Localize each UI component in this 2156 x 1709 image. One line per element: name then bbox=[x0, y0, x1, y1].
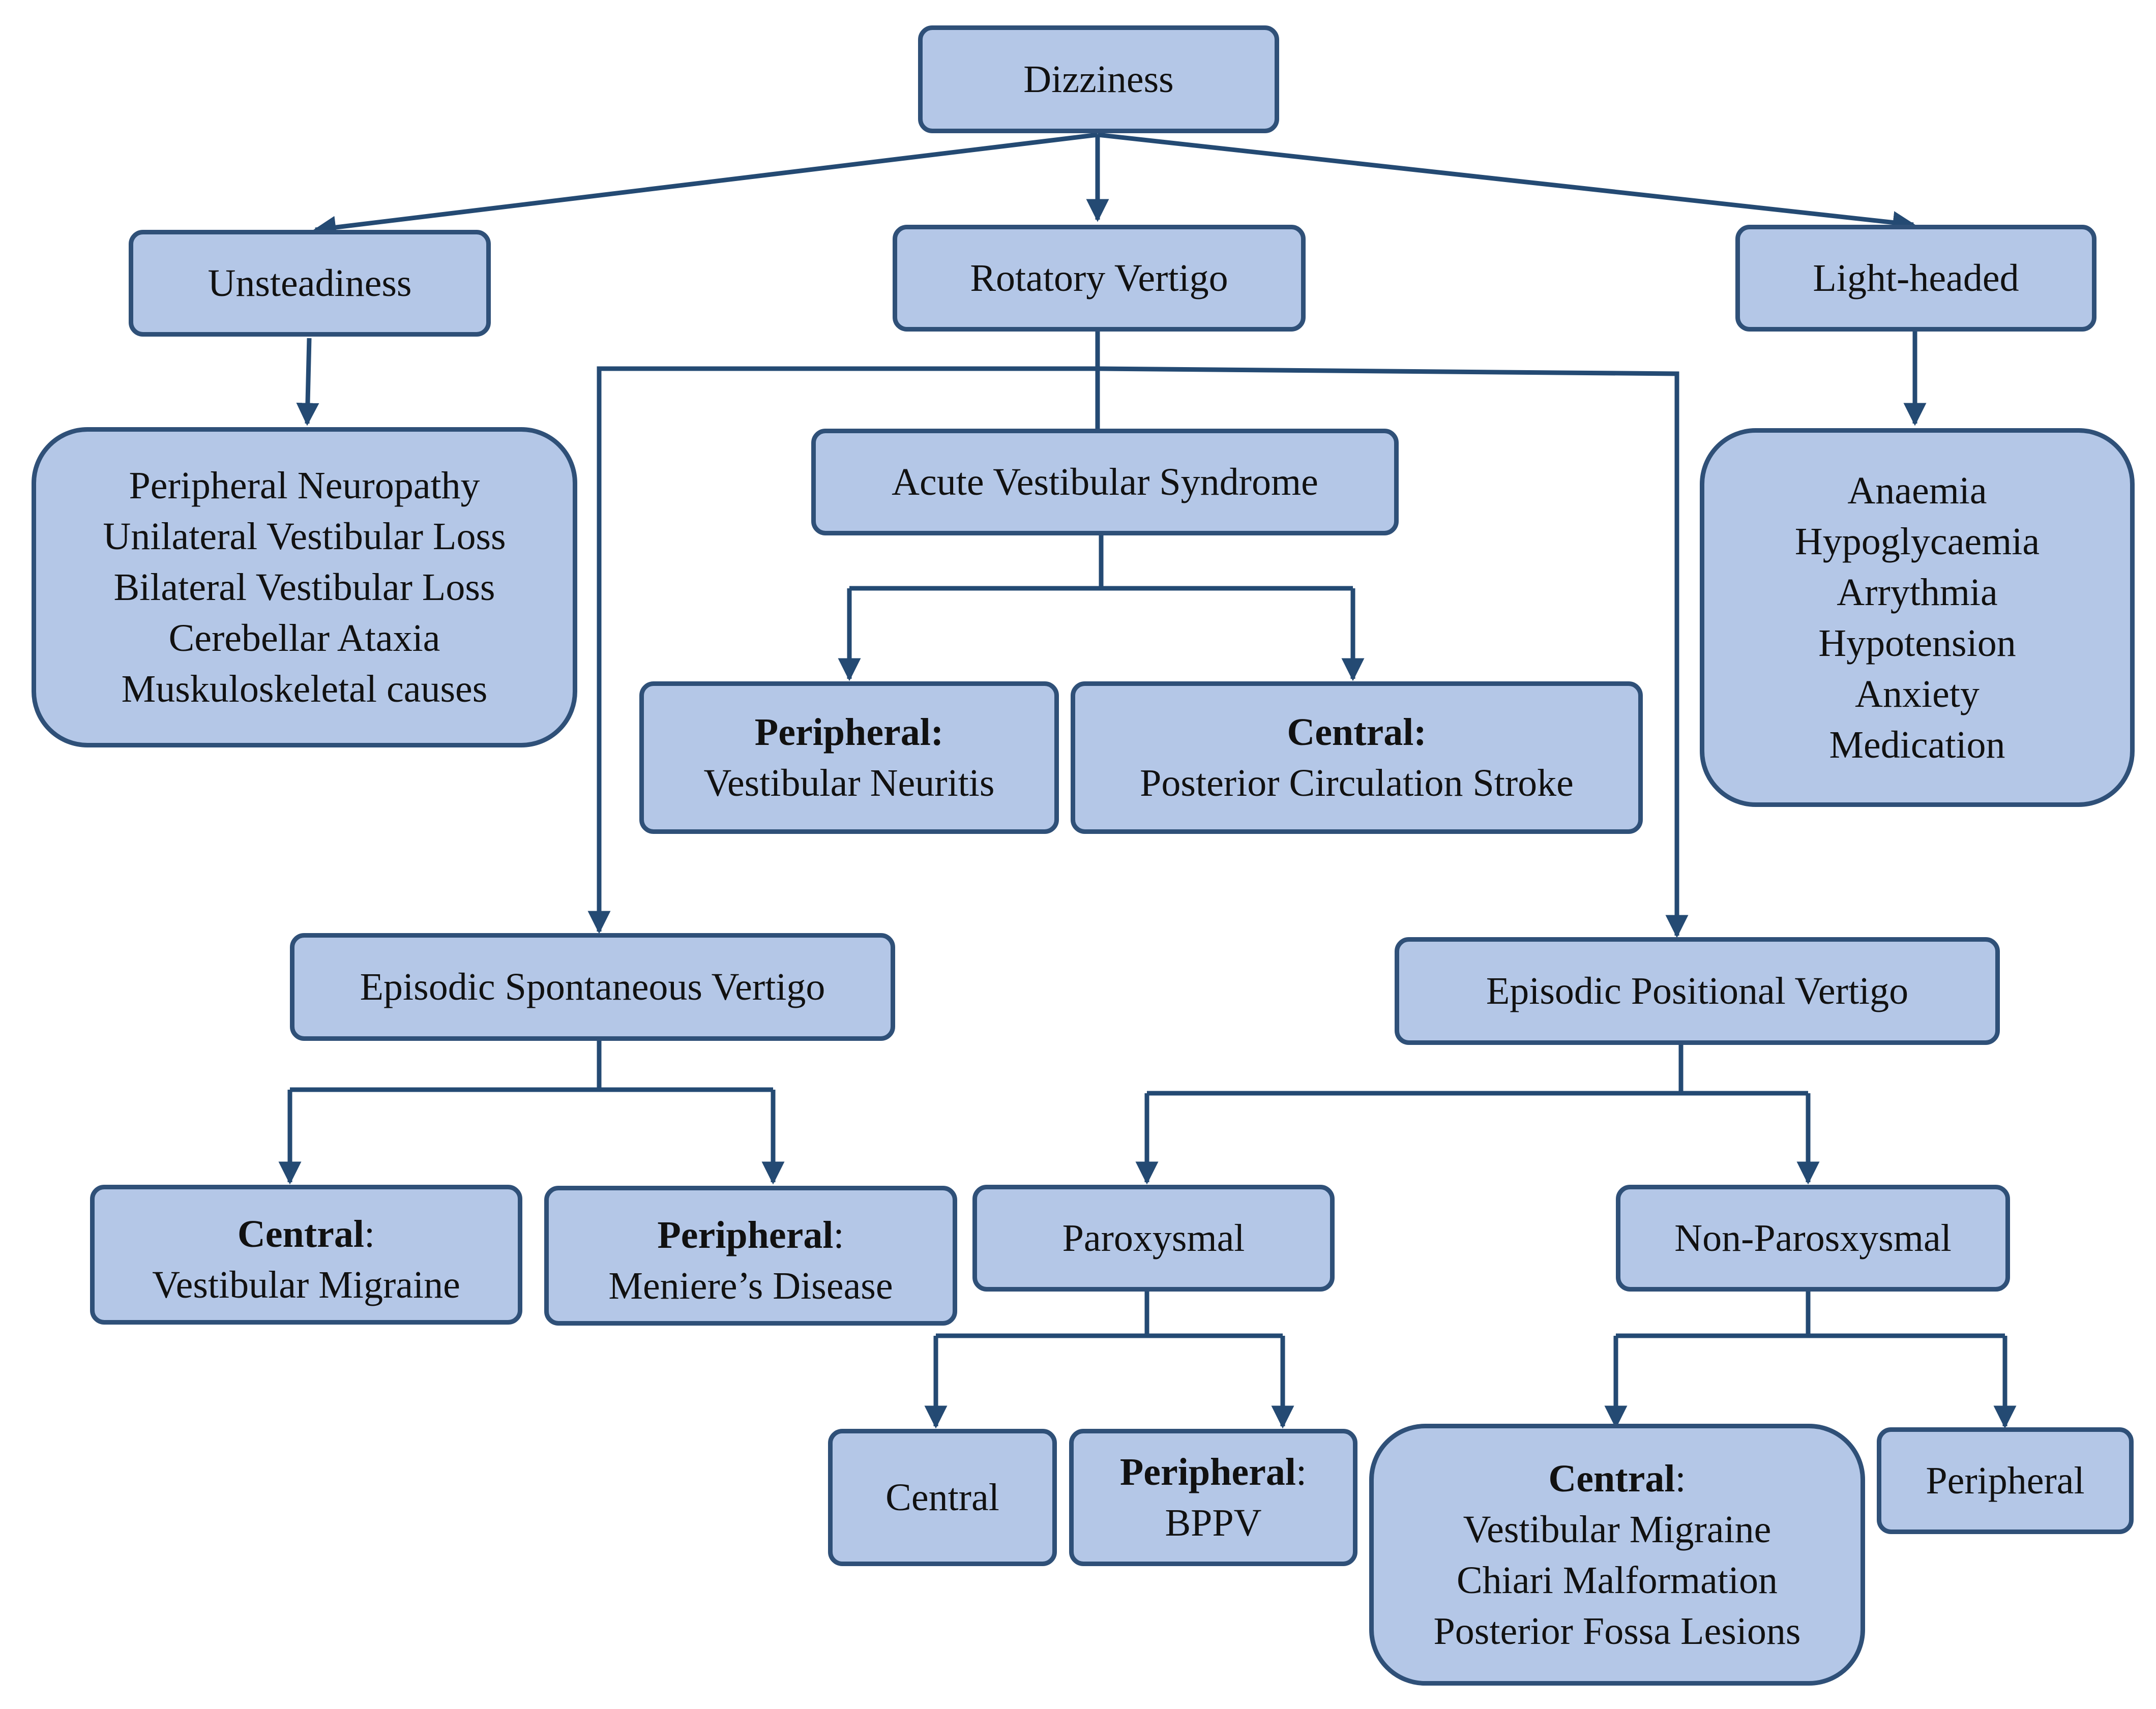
unsteadiness-causes-node: Peripheral Neuropathy Unilateral Vestibu… bbox=[32, 427, 577, 747]
cause-arrythmia: Arrythmia bbox=[1837, 571, 1998, 614]
avs-peripheral-heading: Peripheral: bbox=[754, 711, 944, 754]
esv-central-node: Central: Vestibular Migraine bbox=[90, 1185, 522, 1325]
paroxysmal-peripheral-node: Peripheral: BPPV bbox=[1069, 1429, 1357, 1566]
paroxysmal-central-node: Central bbox=[828, 1429, 1057, 1566]
rotatory-vertigo-node: Rotatory Vertigo bbox=[893, 225, 1306, 332]
avs-central-heading: Central: bbox=[1287, 711, 1427, 754]
light-headed-causes-node: Anaemia Hypoglycaemia Arrythmia Hypotens… bbox=[1700, 428, 2135, 807]
cause-posterior-fossa-lesions: Posterior Fossa Lesions bbox=[1433, 1609, 1801, 1653]
cause-anaemia: Anaemia bbox=[1847, 469, 1987, 512]
esv-peripheral-detail: Meniere’s Disease bbox=[608, 1265, 893, 1307]
arrow-dizziness-to-light-headed bbox=[1097, 132, 1916, 234]
non-paroxysmal-label: Non-Parosxysmal bbox=[1674, 1217, 1952, 1260]
cause-bilateral-vestibular-loss: Bilateral Vestibular Loss bbox=[113, 566, 495, 609]
non-paroxysmal-central-node: Central: Vestibular Migraine Chiari Malf… bbox=[1369, 1424, 1865, 1686]
arrow-rotatory-vertigo-to-esv bbox=[587, 366, 1098, 934]
non-paroxysmal-central-heading: Central: bbox=[1548, 1457, 1686, 1500]
non-paroxysmal-peripheral-node: Peripheral bbox=[1877, 1427, 2134, 1534]
acute-vestibular-syndrome-label: Acute Vestibular Syndrome bbox=[892, 461, 1318, 503]
connector-epv-split bbox=[1147, 1043, 1808, 1096]
paroxysmal-node: Paroxysmal bbox=[972, 1185, 1335, 1292]
avs-central-node: Central: Posterior Circulation Stroke bbox=[1071, 681, 1643, 834]
episodic-spontaneous-vertigo-label: Episodic Spontaneous Vertigo bbox=[360, 966, 825, 1008]
paroxysmal-peripheral-detail: BPPV bbox=[1165, 1502, 1262, 1544]
rotatory-vertigo-label: Rotatory Vertigo bbox=[970, 257, 1228, 299]
connector-paroxysmal-split bbox=[936, 1290, 1283, 1338]
light-headed-node: Light-headed bbox=[1735, 225, 2096, 332]
esv-central-detail: Vestibular Migraine bbox=[152, 1264, 460, 1306]
cause-vestibular-migraine: Vestibular Migraine bbox=[1463, 1508, 1771, 1551]
connector-esv-split bbox=[290, 1039, 773, 1092]
cause-medication: Medication bbox=[1829, 723, 2005, 766]
connector-non-paroxysmal-split bbox=[1616, 1290, 2005, 1338]
non-paroxysmal-node: Non-Parosxysmal bbox=[1616, 1185, 2010, 1292]
light-headed-label: Light-headed bbox=[1813, 257, 2019, 299]
acute-vestibular-syndrome-node: Acute Vestibular Syndrome bbox=[811, 429, 1399, 535]
cause-muskuloskeletal: Muskuloskeletal causes bbox=[121, 668, 488, 710]
cause-hypotension: Hypotension bbox=[1818, 621, 2016, 665]
arrow-unsteadiness-to-causes bbox=[296, 338, 319, 426]
paroxysmal-central-label: Central bbox=[885, 1476, 999, 1519]
arrow-rotatory-vertigo-to-epv bbox=[1097, 366, 1689, 938]
esv-central-heading: Central: bbox=[237, 1213, 375, 1255]
paroxysmal-peripheral-heading: Peripheral: bbox=[1119, 1451, 1307, 1493]
cause-unilateral-vestibular-loss: Unilateral Vestibular Loss bbox=[103, 515, 506, 558]
cause-chiari-malformation: Chiari Malformation bbox=[1456, 1558, 1778, 1602]
avs-central-detail: Posterior Circulation Stroke bbox=[1140, 762, 1574, 804]
avs-peripheral-detail: Vestibular Neuritis bbox=[703, 762, 995, 804]
cause-hypoglycaemia: Hypoglycaemia bbox=[1794, 520, 2040, 563]
avs-peripheral-node: Peripheral: Vestibular Neuritis bbox=[639, 681, 1059, 834]
connector-avs-split bbox=[849, 534, 1353, 591]
episodic-spontaneous-vertigo-node: Episodic Spontaneous Vertigo bbox=[290, 933, 895, 1041]
paroxysmal-label: Paroxysmal bbox=[1062, 1217, 1245, 1260]
dizziness-label: Dizziness bbox=[1023, 58, 1174, 101]
cause-peripheral-neuropathy: Peripheral Neuropathy bbox=[129, 464, 480, 507]
non-paroxysmal-peripheral-label: Peripheral bbox=[1926, 1459, 2085, 1502]
cause-anxiety: Anxiety bbox=[1855, 672, 1980, 715]
esv-peripheral-heading: Peripheral: bbox=[657, 1214, 844, 1256]
dizziness-node: Dizziness bbox=[918, 25, 1279, 133]
cause-cerebellar-ataxia: Cerebellar Ataxia bbox=[168, 617, 440, 659]
episodic-positional-vertigo-node: Episodic Positional Vertigo bbox=[1395, 937, 2000, 1045]
episodic-positional-vertigo-label: Episodic Positional Vertigo bbox=[1486, 970, 1909, 1012]
arrow-dizziness-to-unsteadiness bbox=[313, 132, 1098, 239]
esv-peripheral-node: Peripheral: Meniere’s Disease bbox=[544, 1186, 957, 1326]
unsteadiness-label: Unsteadiness bbox=[208, 262, 412, 305]
unsteadiness-node: Unsteadiness bbox=[129, 230, 491, 337]
